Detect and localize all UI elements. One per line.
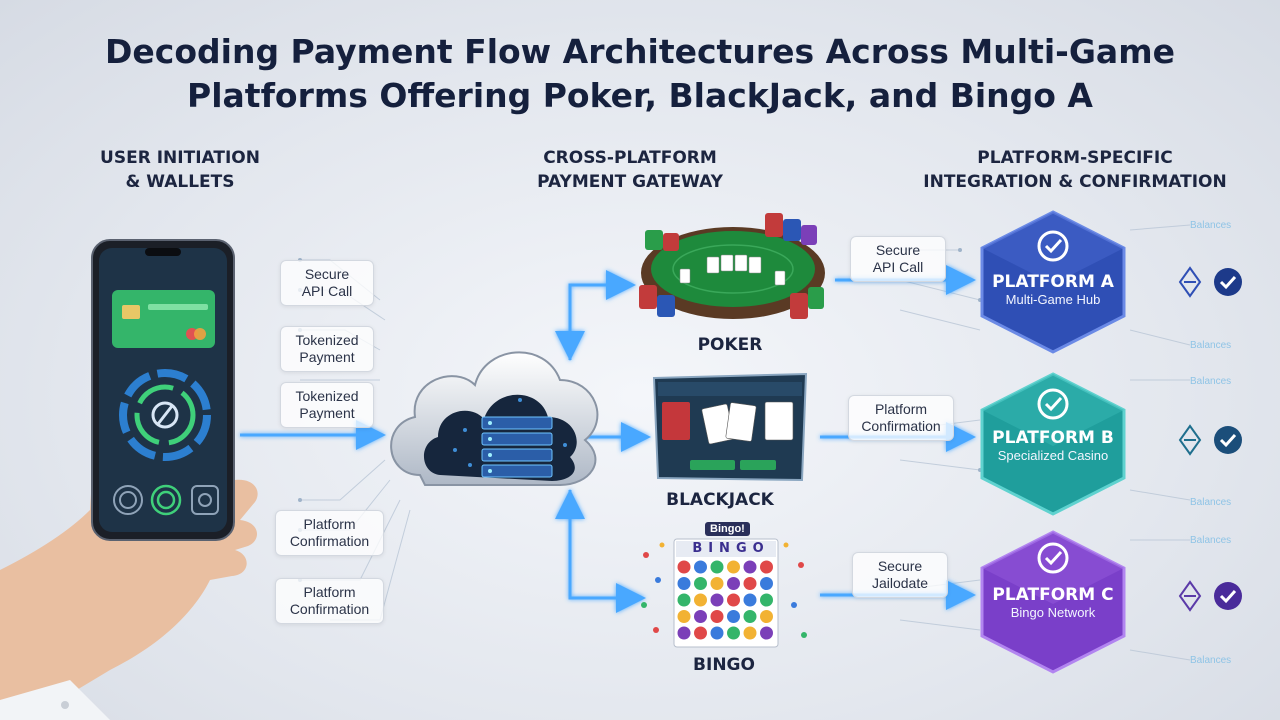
balance-label-2: Balances (1190, 340, 1232, 351)
bingo-ball-icon (743, 610, 757, 623)
bingo-ball-icon (677, 593, 691, 607)
bingo-ball-icon (694, 626, 707, 640)
bingo-ball-icon (727, 626, 740, 640)
balance-label-4: Balances (1190, 497, 1232, 508)
bingo-ball-icon (710, 626, 724, 640)
poker-chips-icon (639, 213, 824, 319)
bingo-ball-icon (743, 560, 757, 574)
platform-c-status-icons (1178, 580, 1242, 612)
platform-b-subtitle: Specialized Casino (997, 448, 1109, 463)
bingo-ball-icon (710, 560, 724, 574)
game-label-bingo: BINGO (693, 655, 755, 675)
diagram-title: Decoding Payment Flow Architectures Acro… (0, 30, 1280, 118)
bingo-ball-icon (727, 560, 740, 574)
title-line-1: Decoding Payment Flow Architectures Acro… (105, 32, 1175, 71)
bingo-ball-icon (760, 560, 773, 574)
bingo-ball-icon (677, 626, 691, 640)
bingo-ball-icon (727, 577, 740, 590)
phone-illustration (0, 239, 258, 720)
server-stack-icon (481, 416, 553, 478)
column-heading-platform-integration: PLATFORM-SPECIFIC INTEGRATION & CONFIRMA… (923, 148, 1227, 192)
bingo-ball-icon (677, 577, 691, 590)
cloud-gateway-icon (390, 351, 599, 486)
bingo-tag: Bingo! (705, 522, 750, 536)
platform-c-check-icon (1037, 542, 1069, 574)
platform-b-hexagon (980, 372, 1126, 516)
platform-b-status-icons (1178, 424, 1242, 456)
column-heading-payment-gateway: CROSS-PLATFORM PAYMENT GATEWAY (537, 148, 723, 192)
platform-b-check-icon (1037, 388, 1069, 420)
diamond-icon (1178, 580, 1202, 612)
diamond-icon (1178, 424, 1202, 456)
game-label-blackjack: BLACKJACK (666, 490, 774, 510)
bingo-ball-icon (710, 593, 724, 607)
platform-a-check-icon (1037, 230, 1069, 262)
platform-a-title: PLATFORM A (992, 272, 1114, 292)
platform-b-title: PLATFORM B (992, 428, 1114, 448)
bingo-ball-icon (760, 610, 773, 623)
game-label-poker: POKER (697, 335, 763, 355)
bingo-ball-icon (760, 577, 773, 590)
platform-a-subtitle: Multi-Game Hub (1005, 292, 1101, 307)
bingo-ball-icon (710, 610, 724, 623)
bingo-ball-icon (727, 610, 740, 623)
platform-a-status-icons (1178, 266, 1242, 298)
playing-cards-icon (701, 401, 794, 445)
platform-c-hexagon (980, 530, 1126, 674)
diamond-icon (1178, 266, 1202, 298)
column-heading-user-initiation: USER INITIATION & WALLETS (100, 148, 260, 192)
balance-label-3: Balances (1190, 376, 1232, 387)
platform-a-hexagon (980, 210, 1126, 354)
shirt-cuff (0, 680, 110, 720)
bingo-ball-icon (727, 593, 740, 607)
platform-c-subtitle: Bingo Network (1010, 605, 1096, 620)
bingo-ball-icon (677, 610, 691, 623)
bingo-ball-icon (694, 577, 707, 590)
balance-label-5: Balances (1190, 535, 1232, 546)
check-circle-icon (1214, 426, 1242, 454)
platform-c-title: PLATFORM C (992, 585, 1114, 605)
check-circle-icon (1214, 582, 1242, 610)
security-ring-icon (119, 369, 211, 461)
bingo-ball-icon (694, 560, 707, 574)
balance-label-1: Balances (1190, 220, 1232, 231)
bingo-ball-icon (743, 593, 757, 607)
blackjack-table-icon (652, 372, 808, 482)
face-id-icon (191, 485, 219, 515)
balance-label-6: Balances (1190, 655, 1232, 666)
bingo-card-header: BINGO (692, 541, 770, 556)
title-line-2: Platforms Offering Poker, BlackJack, and… (187, 76, 1093, 115)
cufflink-icon (61, 701, 69, 709)
bingo-ball-icon (760, 593, 773, 607)
fingerprint-icon (113, 485, 143, 515)
bingo-ball-icon (760, 626, 773, 640)
poker-table-icon (639, 213, 825, 319)
bingo-ball-icon (694, 610, 707, 623)
bingo-ball-icon (694, 593, 707, 607)
check-circle-icon (1214, 268, 1242, 296)
bingo-ball-icon (743, 626, 757, 640)
fingerprint-active-icon (150, 484, 182, 516)
bingo-card-icon (641, 538, 807, 648)
bingo-ball-icon (677, 560, 691, 574)
bingo-ball-icon (743, 577, 757, 590)
card-deck-icon (662, 402, 690, 440)
bingo-ball-icon (710, 577, 724, 590)
